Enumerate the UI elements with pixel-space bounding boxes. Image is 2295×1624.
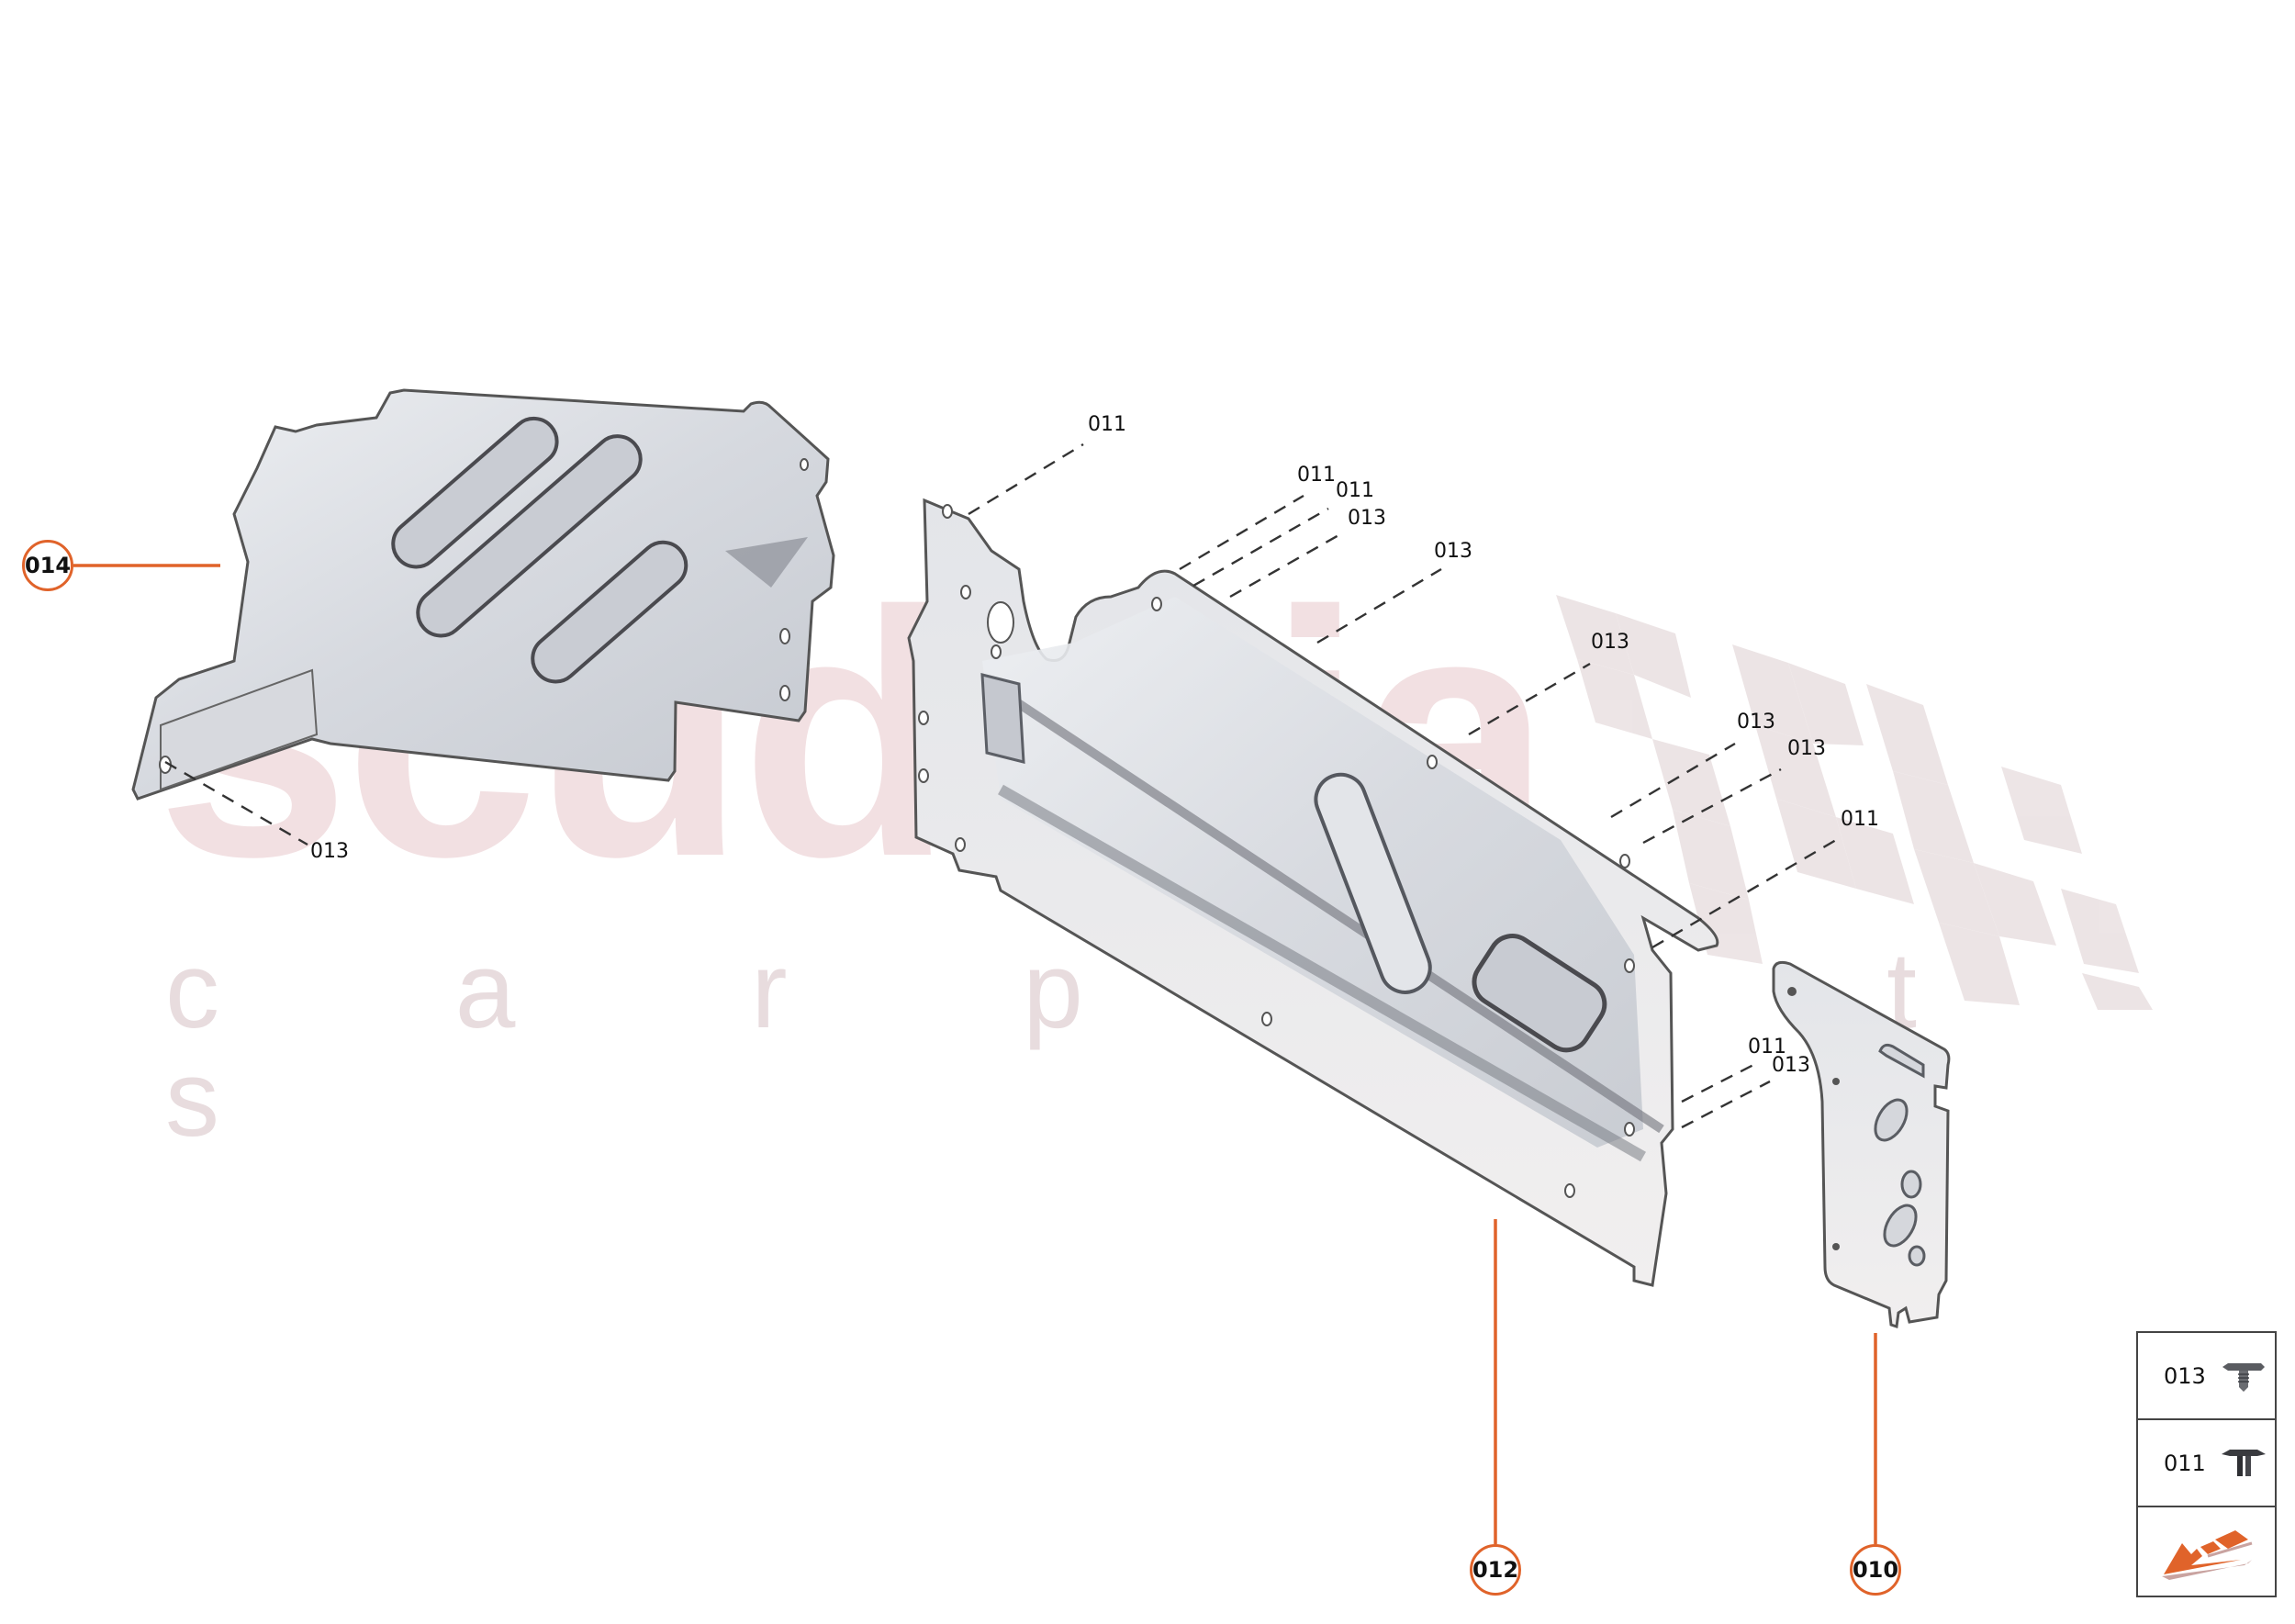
fastener-ref-label[interactable]: 011 — [1088, 413, 1126, 436]
fastener-leader-lines — [164, 442, 1837, 1129]
fastener-leader-013 — [1642, 767, 1782, 845]
fastener-leader-013 — [1681, 1080, 1771, 1129]
fastener-ref-label[interactable]: 013 — [1348, 507, 1386, 530]
callout-leader-lines — [73, 564, 1877, 1544]
fastener-ref-label[interactable]: 013 — [1434, 540, 1472, 563]
fastener-leader-011 — [1651, 838, 1837, 949]
checkered-flag-watermark — [1556, 595, 2153, 1010]
fastener-leader-013 — [164, 760, 308, 846]
fastener-ref-label[interactable]: 011 — [1297, 464, 1336, 487]
exploded-view-arrow-icon — [2161, 1530, 2252, 1580]
fastener-ref-label[interactable]: 011 — [1748, 1036, 1786, 1058]
fastener-ref-label[interactable]: 013 — [1737, 711, 1775, 734]
fastener-leader-011 — [1179, 494, 1304, 571]
fastener-leader-011 — [1192, 507, 1329, 588]
screw-clip-icon — [2222, 1362, 2265, 1392]
part-014-left-heat-shield — [131, 388, 835, 801]
fastener-leader-011 — [1681, 1063, 1754, 1103]
fastener-leader-013 — [1316, 567, 1442, 644]
fastener-ref-label[interactable]: 013 — [310, 840, 349, 863]
fastener-ref-label[interactable]: 013 — [1787, 737, 1826, 760]
fastener-ref-label[interactable]: 011 — [1336, 479, 1374, 502]
callout-part-012[interactable]: 012 — [1470, 1544, 1521, 1596]
callout-part-010[interactable]: 010 — [1850, 1544, 1901, 1596]
push-rivet-icon — [2222, 1449, 2266, 1476]
fastener-leader-013 — [1610, 742, 1736, 819]
legend-code: 011 — [2164, 1450, 2206, 1476]
legend-item-013[interactable]: 013 — [2138, 1333, 2275, 1420]
callout-part-014[interactable]: 014 — [22, 540, 73, 591]
exploded-view-nav-button[interactable] — [2138, 1507, 2275, 1596]
part-012-main-heat-shield — [907, 498, 1719, 1287]
fastener-ref-label[interactable]: 011 — [1841, 808, 1879, 831]
legend-code: 013 — [2164, 1362, 2206, 1389]
fastener-ref-label[interactable]: 013 — [1772, 1054, 1810, 1077]
legend-item-011[interactable]: 011 — [2138, 1420, 2275, 1507]
fastener-legend: 013 011 — [2136, 1331, 2277, 1597]
part-010-bracket-plate — [1772, 960, 1951, 1328]
fastener-leader-011 — [968, 442, 1084, 516]
fastener-leader-013 — [1229, 532, 1341, 599]
fastener-leader-013 — [1468, 662, 1591, 736]
fastener-ref-label[interactable]: 013 — [1591, 631, 1629, 654]
